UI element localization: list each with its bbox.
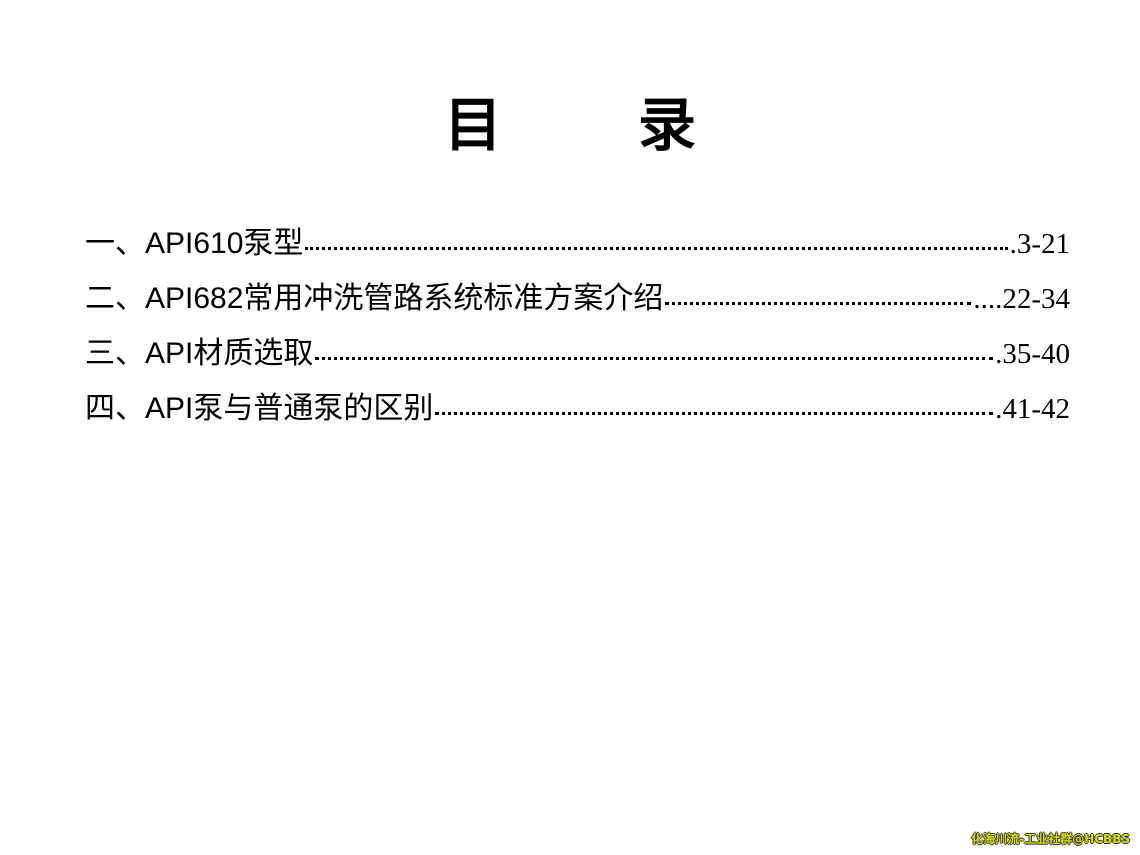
title-char: 目 [443,91,502,159]
toc-entry-pages: .41-42 [995,393,1070,425]
table-of-contents: 一、API610泵型 .3-21 二、API682常用冲洗管路系统标准方案介绍 … [85,218,1070,438]
watermark: 化海川流-工业社群@HCBBS [971,832,1130,846]
toc-entry-pages: .3-21 [1009,228,1070,260]
toc-entry-pages: ....22-34 [973,283,1070,315]
toc-entry-pages: .35-40 [995,338,1070,370]
toc-entry-label: 一、API610泵型 [85,227,304,260]
toc-entry[interactable]: 四、API泵与普通泵的区别 .41-42 [85,383,1070,438]
toc-entry[interactable]: 三、API材质选取 .35-40 [85,328,1070,383]
toc-entry[interactable]: 一、API610泵型 .3-21 [85,218,1070,273]
title-char: 录 [638,91,697,159]
toc-entry[interactable]: 二、API682常用冲洗管路系统标准方案介绍 ....22-34 [85,273,1070,328]
page-title: 目录 [0,78,1140,162]
toc-entry-label: 三、API材质选取 [85,337,314,370]
toc-entry-label: 二、API682常用冲洗管路系统标准方案介绍 [85,282,664,315]
toc-entry-label: 四、API泵与普通泵的区别 [85,392,434,425]
dot-leader [435,412,994,415]
dot-leader [315,357,994,360]
dot-leader [305,247,1008,250]
dot-leader [665,302,972,305]
